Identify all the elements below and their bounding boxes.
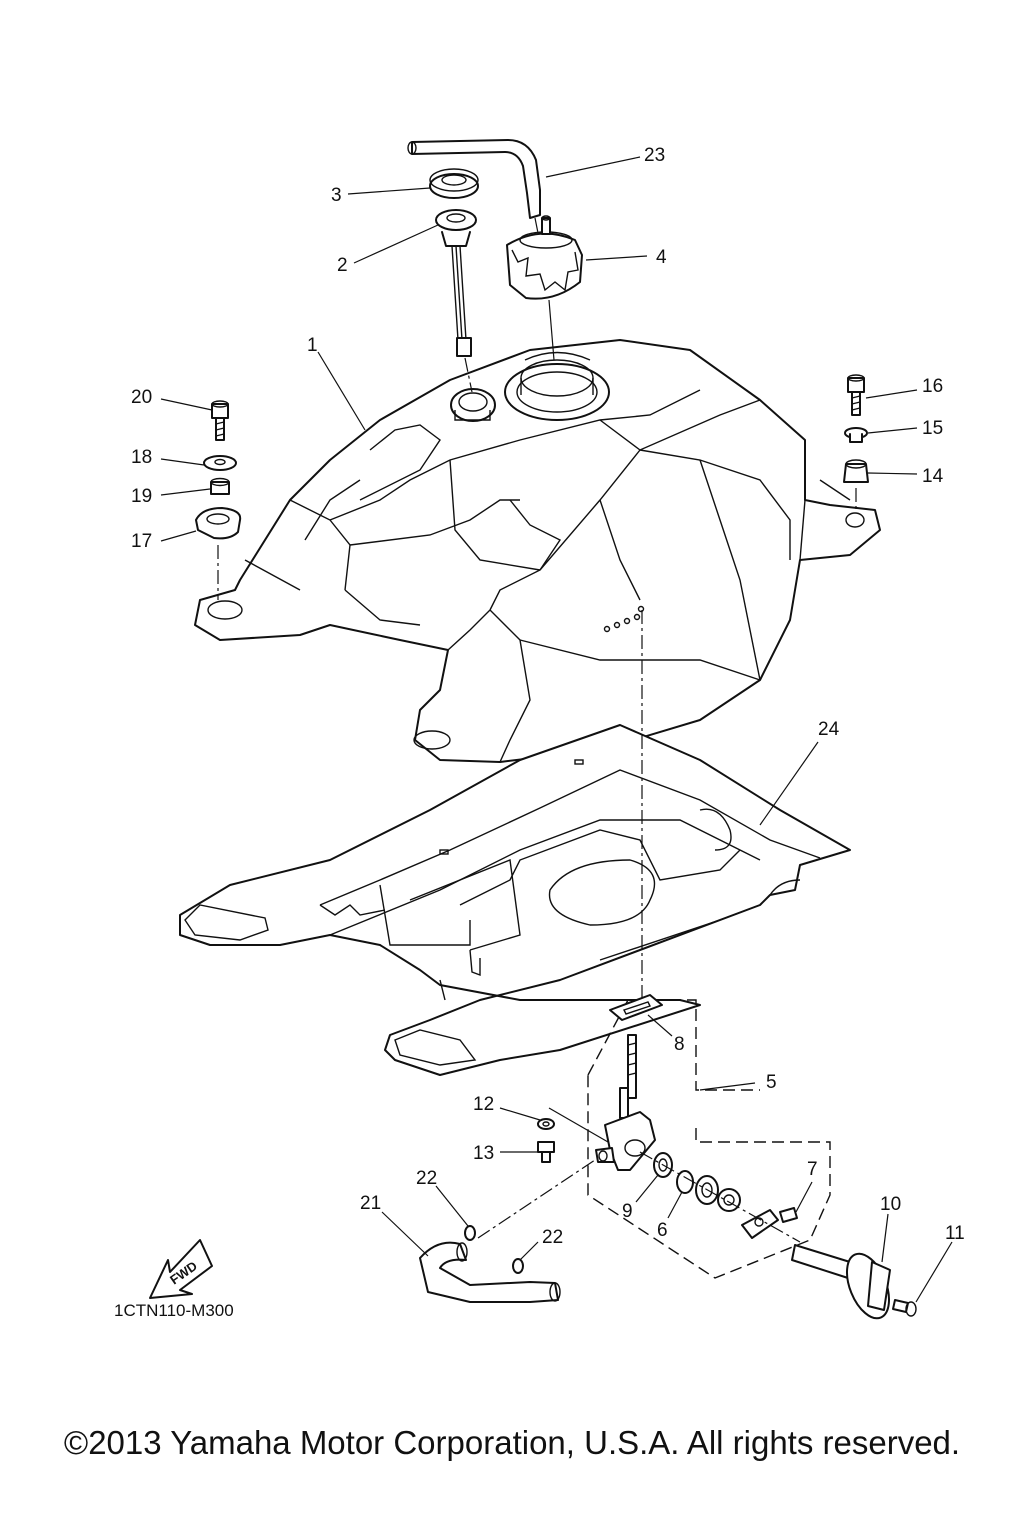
fuel-cap-4 [506,215,583,361]
plate-and-screw-7 [741,1207,798,1239]
hose-clamp-22-lower [512,1258,524,1274]
washer-18 [203,455,237,471]
screw-13 [537,1141,555,1163]
collar-15 [844,427,868,443]
callout-8: 8 [674,1034,685,1055]
callout-23: 23 [644,145,665,166]
leader-lines [160,156,953,1303]
copyright-notice: ©2013 Yamaha Motor Corporation, U.S.A. A… [63,1424,961,1461]
fuel-hose-21 [419,1241,561,1303]
fuel-cock-body [595,1034,656,1171]
callout-16: 16 [922,376,943,397]
callout-10: 10 [880,1194,901,1215]
callout-5: 5 [766,1072,777,1093]
callout-22-upper: 22 [416,1168,437,1189]
callout-2: 2 [337,255,348,276]
fuel-tank [194,339,881,763]
callout-12: 12 [473,1094,494,1115]
callout-17: 17 [131,531,152,552]
callout-6: 6 [657,1220,668,1241]
callout-20: 20 [131,387,152,408]
gasket-8 [609,994,663,1021]
bolt-16 [847,374,865,416]
callout-3: 3 [331,185,342,206]
callout-1: 1 [307,335,318,356]
callout-11: 11 [945,1223,965,1244]
callout-24: 24 [818,719,840,740]
screw-11 [892,1299,917,1317]
bolt-20 [211,400,229,441]
washer-12 [537,1118,555,1130]
damper-14 [843,459,869,483]
callout-15: 15 [922,418,943,439]
collar-19 [210,477,230,495]
tank-tray [179,724,851,1076]
fwd-arrow-icon: FWD [149,1239,213,1299]
callout-21: 21 [360,1193,381,1214]
callout-4: 4 [656,247,667,268]
callout-14: 14 [922,466,944,487]
callout-22-lower: 22 [542,1227,563,1248]
damper-17 [195,507,242,540]
callout-19: 19 [131,486,152,507]
fuel-sender-2 [435,209,477,393]
lever-seal [695,1175,741,1212]
callout-9: 9 [622,1201,633,1222]
callout-13: 13 [473,1143,494,1164]
grommet-3 [429,168,479,199]
callout-labels: 1 2 3 4 5 6 7 8 9 10 11 12 13 14 15 16 1… [131,145,965,1248]
hose-clamp-22-upper [464,1225,476,1241]
callout-18: 18 [131,447,152,468]
drawing-code: 1CTN110-M300 [114,1301,234,1320]
callout-7: 7 [807,1159,818,1180]
fuel-cock-lever-10 [791,1244,891,1320]
